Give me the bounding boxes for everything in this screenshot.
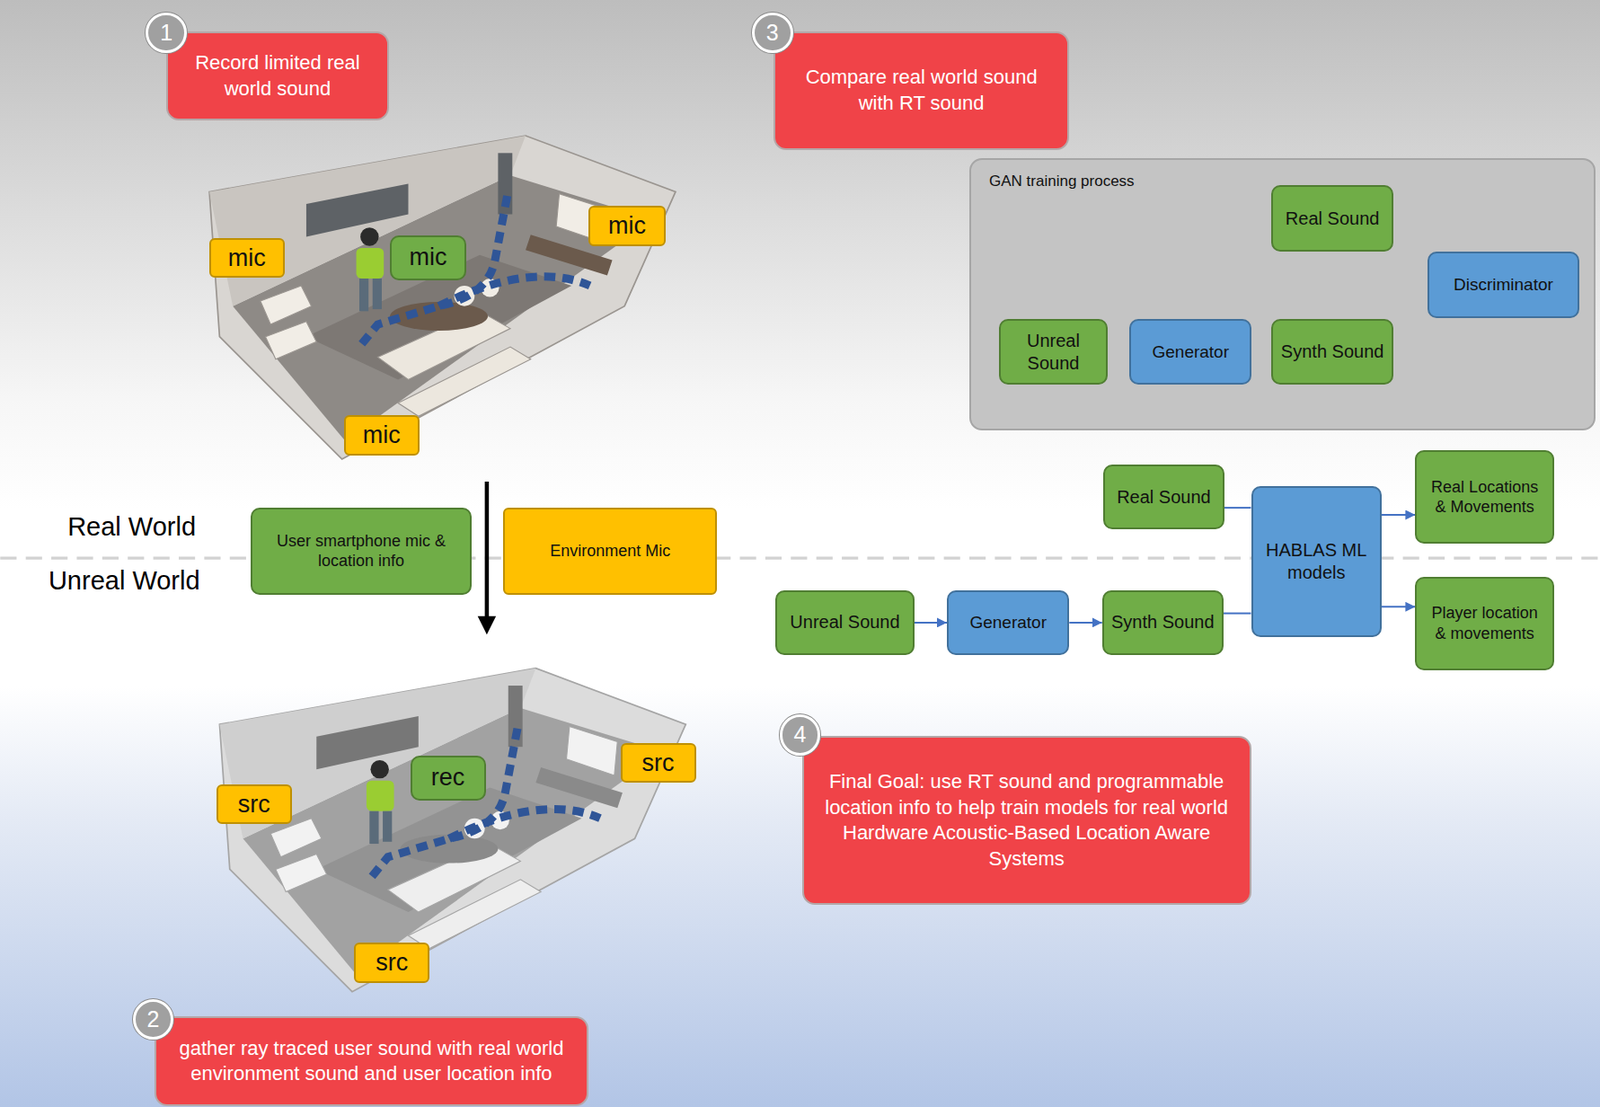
- region-label: Real World: [9, 512, 196, 549]
- goal-box: Final Goal: use RT sound and programmabl…: [802, 735, 1252, 906]
- data-box: Synth Sound: [1271, 318, 1394, 385]
- box-text: mic: [595, 211, 658, 240]
- box-text: Synth Sound: [1280, 340, 1385, 363]
- output-box: Real Locations & Movements: [1414, 450, 1554, 544]
- box-text: Unreal Sound: [1007, 329, 1100, 375]
- data-box: Unreal Sound: [775, 590, 914, 656]
- box-text: rec: [419, 762, 478, 794]
- box-text: src: [223, 789, 285, 819]
- box-text: src: [627, 748, 690, 778]
- data-box: Real Sound: [1271, 185, 1394, 252]
- region-label: Unreal World: [9, 565, 200, 603]
- mic-tag: mic: [209, 238, 285, 278]
- box-text: Real Sound: [1112, 486, 1216, 509]
- box-text: Synth Sound: [1111, 610, 1215, 634]
- receiver-tag: rec: [410, 755, 487, 801]
- box-text: mic: [398, 242, 458, 274]
- data-box: Real Sound: [1103, 464, 1225, 531]
- mic-tag: mic: [588, 205, 665, 246]
- output-box: Player location & movements: [1414, 576, 1554, 671]
- callout-number: 4: [779, 714, 821, 755]
- box-text: Discriminator: [1436, 274, 1571, 296]
- callout-number: 3: [751, 12, 793, 54]
- box-text: Final Goal: use RT sound and programmabl…: [814, 769, 1239, 872]
- step-box: Record limited real world sound: [166, 31, 389, 121]
- connector-arrow: [914, 621, 947, 624]
- box-text: HABLAS ML models: [1260, 539, 1373, 584]
- box-text: src: [361, 947, 423, 977]
- panel-heading: GAN training process: [989, 172, 1135, 191]
- legend-box: Environment Mic: [503, 507, 718, 596]
- mic-tag: mic: [344, 415, 420, 455]
- model-box: Generator: [1129, 318, 1252, 385]
- box-text: Generator: [1138, 341, 1243, 363]
- connector-arrow: [1381, 513, 1416, 516]
- box-text: Unreal Sound: [784, 610, 905, 634]
- data-box: Synth Sound: [1102, 590, 1224, 656]
- box-text: Real Sound: [1280, 207, 1385, 230]
- box-text: gather ray traced user sound with real w…: [167, 1035, 577, 1088]
- model-box: HABLAS ML models: [1251, 486, 1382, 637]
- source-tag: src: [216, 784, 292, 824]
- connector-arrow: [1223, 612, 1252, 615]
- legend-box: User smartphone mic & location info: [250, 507, 471, 596]
- source-tag: src: [353, 942, 430, 982]
- box-text: Record limited real world sound: [178, 50, 377, 102]
- box-text: mic: [216, 243, 278, 273]
- step-box: gather ray traced user sound with real w…: [154, 1016, 590, 1106]
- box-text: Real Locations & Movements: [1423, 477, 1545, 518]
- model-box: Generator: [946, 590, 1070, 656]
- box-text: Player location & movements: [1423, 602, 1545, 644]
- box-text: Compare real world sound with RT sound: [786, 64, 1057, 116]
- source-tag: src: [620, 742, 697, 783]
- callout-number: 1: [145, 12, 186, 54]
- box-text: Environment Mic: [510, 541, 711, 562]
- model-box: Discriminator: [1427, 251, 1580, 319]
- step-box: Compare real world sound with RT sound: [773, 31, 1070, 151]
- gan-panel: GAN training processReal SoundUnreal Sou…: [969, 158, 1596, 431]
- box-text: User smartphone mic & location info: [259, 530, 462, 572]
- box-text: Generator: [955, 611, 1061, 634]
- connector-arrow: [1224, 506, 1252, 509]
- data-box: Unreal Sound: [998, 318, 1109, 385]
- connector-arrow: [1381, 605, 1416, 608]
- mic-tag: mic: [389, 235, 467, 281]
- connector-arrow: [1069, 621, 1102, 624]
- box-text: mic: [351, 420, 413, 450]
